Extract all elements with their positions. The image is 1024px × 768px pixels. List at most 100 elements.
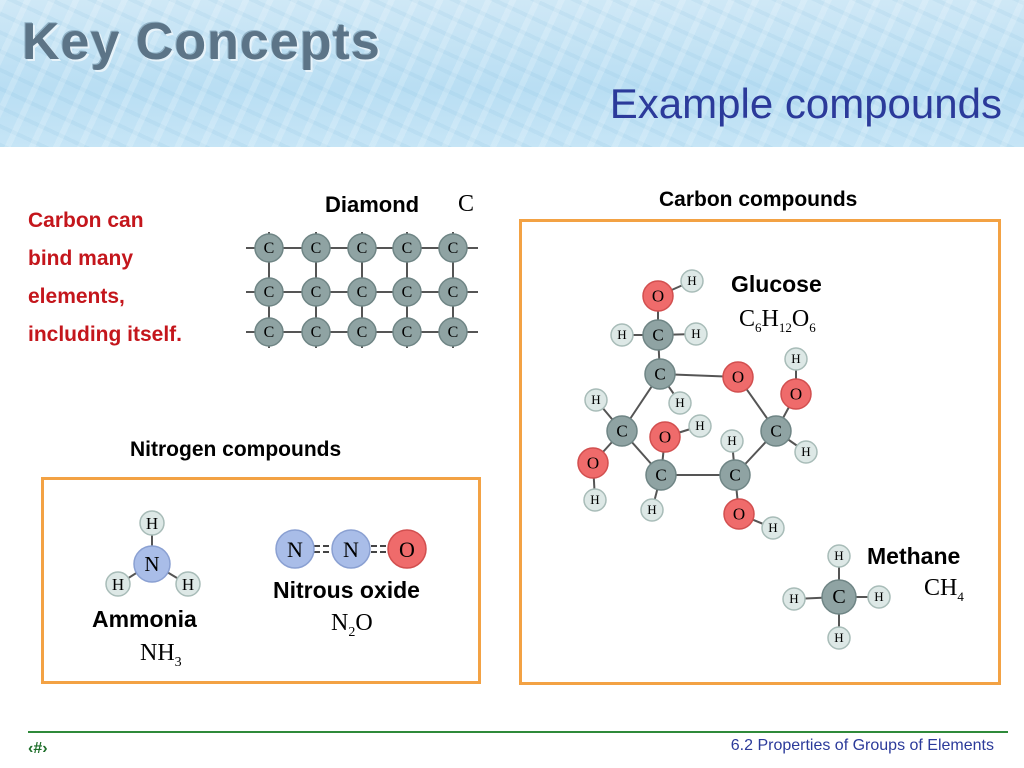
diamond-formula: C	[458, 191, 474, 217]
svg-text:H: H	[789, 591, 798, 606]
atom-o: O	[399, 537, 415, 562]
atom-c: C	[719, 459, 751, 491]
atom-c: C	[760, 415, 792, 447]
svg-text:C: C	[357, 240, 368, 257]
svg-text:H: H	[791, 351, 800, 366]
nitrogen-diagram: H H H N Ammonia NH3 N N O Nitrous oxide …	[92, 510, 427, 670]
atom-h: H	[680, 269, 704, 293]
atom-c: C	[438, 317, 468, 347]
footer-section-title: 6.2 Properties of Groups of Elements	[730, 737, 994, 754]
atom-c: C	[347, 233, 377, 263]
svg-text:H: H	[801, 444, 810, 459]
atom-c: C	[254, 317, 284, 347]
diamond-name: Diamond	[325, 192, 419, 217]
atom-o: O	[780, 378, 812, 410]
atom-h: H	[584, 388, 608, 412]
svg-text:C: C	[448, 284, 459, 301]
atom-h: H	[668, 391, 692, 415]
atom-h: H	[761, 516, 785, 540]
svg-text:O: O	[733, 504, 745, 523]
svg-text:H: H	[834, 630, 843, 645]
svg-text:H: H	[768, 520, 777, 535]
svg-text:C: C	[264, 240, 275, 257]
nitrogen-compounds-box: H H H N Ammonia NH3 N N O Nitrous oxide …	[41, 477, 481, 684]
svg-text:H: H	[691, 326, 700, 341]
svg-text:H: H	[687, 273, 696, 288]
nitrous-oxide-formula: N2O	[331, 610, 373, 640]
carbon-label: Carbon compounds	[659, 188, 858, 211]
atom-o: O	[577, 447, 609, 479]
slide-title: Example compounds	[609, 80, 1002, 127]
atom-h: H	[827, 544, 851, 568]
svg-text:C: C	[448, 240, 459, 257]
svg-text:C: C	[770, 421, 781, 440]
svg-text:H: H	[590, 492, 599, 507]
atom-c: C	[645, 459, 677, 491]
atom-c: C	[438, 277, 468, 307]
atom-c: C	[254, 233, 284, 263]
atom-h: H	[684, 322, 708, 346]
svg-text:C: C	[655, 465, 666, 484]
svg-text:C: C	[402, 240, 413, 257]
svg-text:H: H	[591, 392, 600, 407]
svg-text:C: C	[311, 284, 322, 301]
svg-text:C: C	[652, 325, 663, 344]
atom-h: H	[720, 429, 744, 453]
atom-h: H	[867, 585, 891, 609]
header-banner: Key Concepts Example compounds	[0, 0, 1024, 147]
atom-c: C	[347, 277, 377, 307]
svg-text:O: O	[732, 367, 744, 386]
atom-c: C	[438, 233, 468, 263]
sidebar-line: elements,	[28, 285, 125, 308]
atom-h: H	[182, 575, 194, 594]
svg-text:C: C	[311, 240, 322, 257]
nitrous-oxide-molecule: N N O	[275, 529, 427, 569]
sidebar-line: Carbon can	[28, 209, 144, 232]
sidebar-line: including itself.	[28, 323, 183, 346]
glucose-formula: C6H12O6	[739, 306, 816, 335]
svg-text:H: H	[675, 395, 684, 410]
atom-c: C	[392, 277, 422, 307]
ammonia-name: Ammonia	[92, 606, 197, 632]
footer-divider	[28, 731, 1008, 733]
atom-c: C	[347, 317, 377, 347]
atom-n: N	[287, 537, 303, 562]
svg-text:H: H	[695, 418, 704, 433]
svg-text:C: C	[832, 586, 845, 608]
atom-c: C	[301, 317, 331, 347]
svg-text:C: C	[357, 284, 368, 301]
atom-n: N	[144, 552, 159, 576]
svg-text:C: C	[264, 284, 275, 301]
atom-h: H	[688, 414, 712, 438]
atom-h: H	[794, 440, 818, 464]
atom-o: O	[642, 280, 674, 312]
atom-h: H	[583, 488, 607, 512]
atom-n: N	[343, 537, 359, 562]
nitrogen-label: Nitrogen compounds	[130, 438, 342, 461]
ammonia-molecule: H H H N	[105, 510, 201, 597]
svg-text:C: C	[729, 465, 740, 484]
svg-text:O: O	[652, 286, 664, 305]
svg-text:C: C	[448, 324, 459, 341]
atom-o: O	[723, 498, 755, 530]
atom-o: O	[649, 421, 681, 453]
svg-text:C: C	[357, 324, 368, 341]
svg-text:O: O	[659, 427, 671, 446]
sidebar-line: bind many	[28, 247, 134, 270]
svg-text:C: C	[402, 284, 413, 301]
svg-text:H: H	[727, 433, 736, 448]
svg-text:H: H	[617, 327, 626, 342]
atom-c: C	[821, 579, 857, 615]
svg-text:C: C	[616, 421, 627, 440]
atom-c: C	[301, 277, 331, 307]
glucose-name: Glucose	[731, 271, 822, 297]
atom-c: C	[301, 233, 331, 263]
svg-text:C: C	[264, 324, 275, 341]
svg-text:H: H	[874, 589, 883, 604]
